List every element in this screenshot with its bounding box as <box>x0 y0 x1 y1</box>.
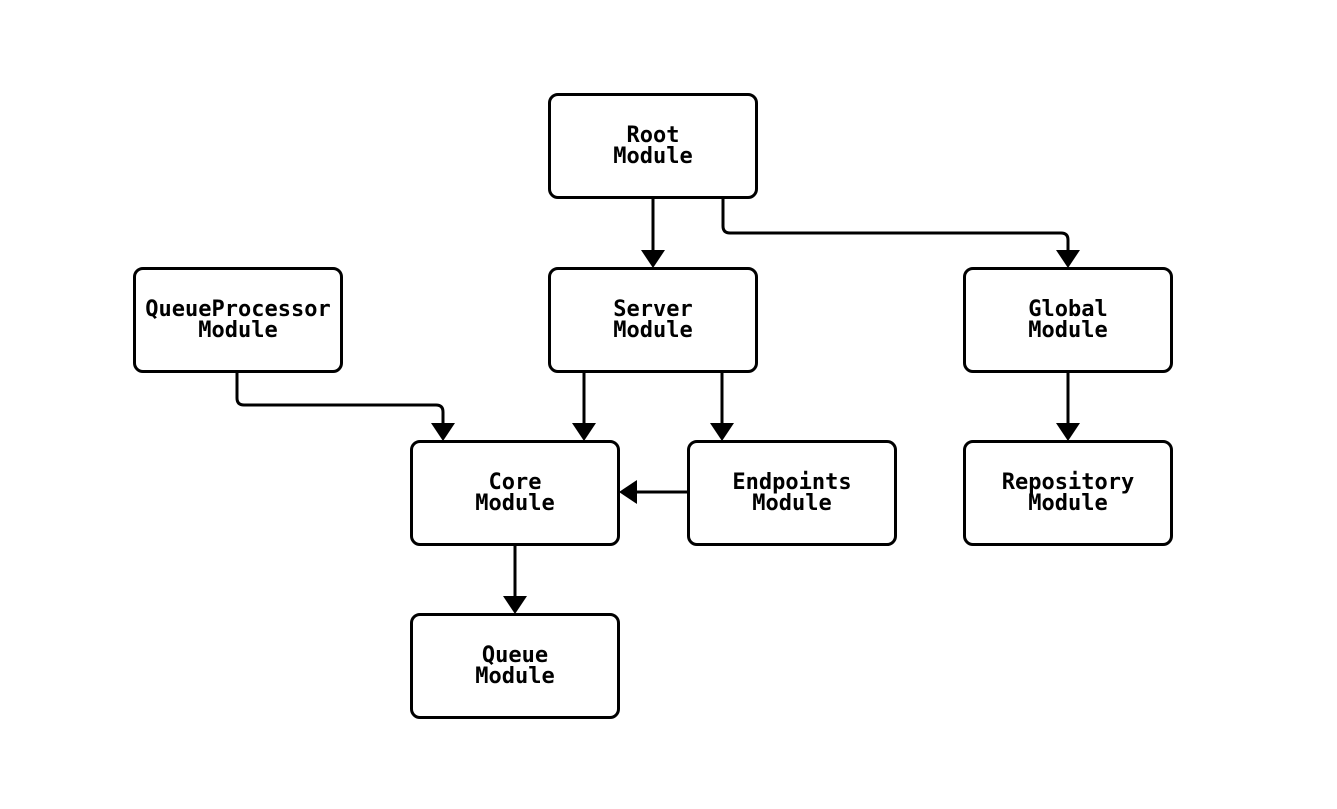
node-queue-module: Queue Module <box>410 613 620 719</box>
node-repository-module: Repository Module <box>963 440 1173 546</box>
node-core-module: Core Module <box>410 440 620 546</box>
arrowhead <box>1056 423 1080 441</box>
arrowhead <box>641 250 665 268</box>
edge-root-server <box>641 197 665 268</box>
node-label: Root Module <box>613 123 693 169</box>
node-root-module: Root Module <box>548 93 758 199</box>
edge-endpoints-core <box>619 480 687 504</box>
arrowhead <box>619 480 637 504</box>
node-label: Core Module <box>475 470 555 516</box>
arrowhead <box>710 423 734 441</box>
node-label: Global Module <box>1028 297 1108 343</box>
node-endpoints-module: Endpoints Module <box>687 440 897 546</box>
edge-root-global <box>721 197 1080 268</box>
node-label: Queue Module <box>475 643 555 689</box>
edge-server-core <box>572 372 596 441</box>
node-label: Server Module <box>613 297 693 343</box>
node-queueprocessor-module: QueueProcessor Module <box>133 267 343 373</box>
arrowhead <box>431 423 455 441</box>
node-global-module: Global Module <box>963 267 1173 373</box>
arrowhead <box>503 596 527 614</box>
edge-global-repository <box>1056 372 1080 441</box>
edge-core-queue <box>503 546 527 614</box>
node-label: Repository Module <box>1001 470 1135 516</box>
node-label: Endpoints Module <box>732 470 852 516</box>
edge-line <box>721 197 1070 251</box>
arrowhead <box>1056 250 1080 268</box>
edge-server-endpoints <box>710 372 734 441</box>
edge-queueprocessor-core <box>235 372 455 441</box>
node-server-module: Server Module <box>548 267 758 373</box>
arrowhead <box>572 423 596 441</box>
node-label: QueueProcessor Module <box>145 297 331 343</box>
edge-line <box>235 372 445 424</box>
